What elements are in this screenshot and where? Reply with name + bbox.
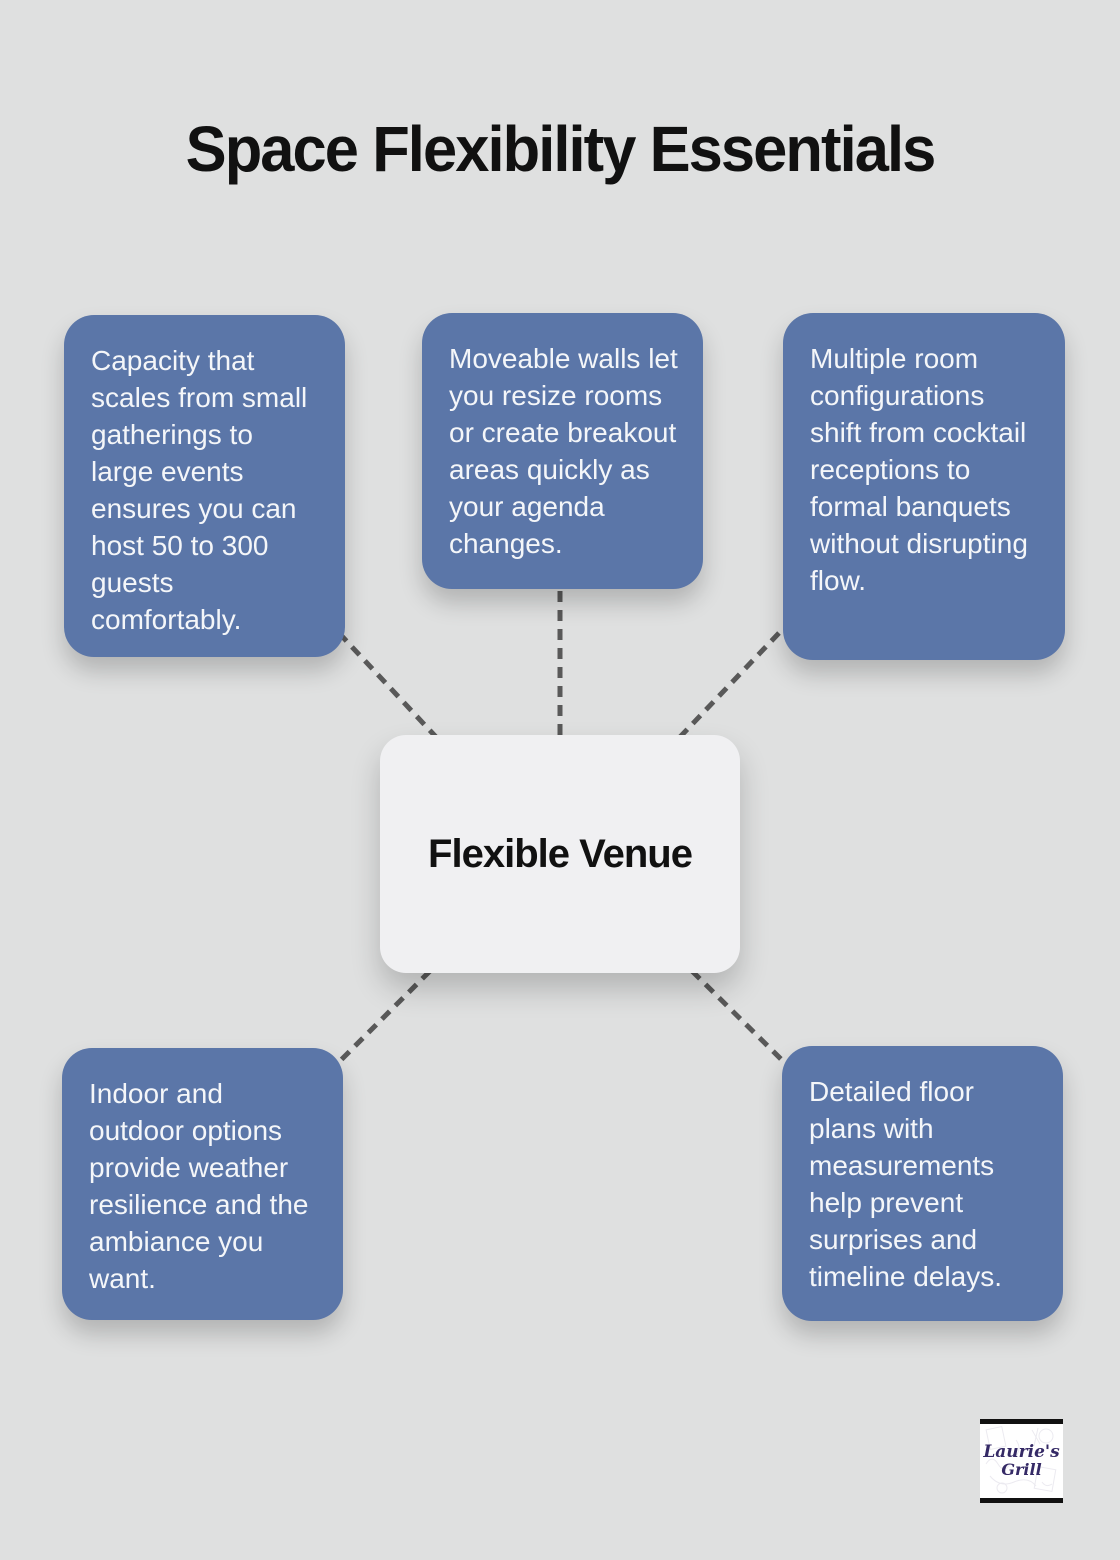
node-room-configurations: Multiple room configurations shift from … [783, 313, 1065, 660]
logo-doodle-art [985, 1425, 1057, 1494]
node-indoor-outdoor-text: Indoor and outdoor options provide weath… [89, 1078, 309, 1294]
node-room-configurations-text: Multiple room configurations shift from … [810, 343, 1028, 596]
node-capacity: Capacity that scales from small gatherin… [64, 315, 345, 657]
page-title: Space Flexibility Essentials [185, 113, 937, 185]
center-node-flexible-venue: Flexible Venue [380, 735, 740, 973]
node-floor-plans-text: Detailed floor plans with measurements h… [809, 1076, 1002, 1292]
node-capacity-text: Capacity that scales from small gatherin… [91, 345, 308, 635]
connector-indoor-outdoor [333, 969, 432, 1068]
node-indoor-outdoor: Indoor and outdoor options provide weath… [62, 1048, 343, 1320]
logo-line2: Grill [1001, 1459, 1042, 1479]
connector-capacity [337, 631, 438, 739]
connector-room-configurations [678, 631, 781, 739]
node-moveable-walls: Moveable walls let you resize rooms or c… [422, 313, 703, 589]
connector-floor-plans [690, 969, 790, 1068]
node-moveable-walls-text: Moveable walls let you resize rooms or c… [449, 343, 678, 559]
lauries-grill-logo: Laurie's Grill [980, 1419, 1063, 1503]
logo-line1: Laurie's [983, 1441, 1060, 1462]
logo-text: Laurie's Grill [980, 1424, 1063, 1498]
node-floor-plans: Detailed floor plans with measurements h… [782, 1046, 1063, 1321]
center-node-label: Flexible Venue [428, 831, 693, 876]
